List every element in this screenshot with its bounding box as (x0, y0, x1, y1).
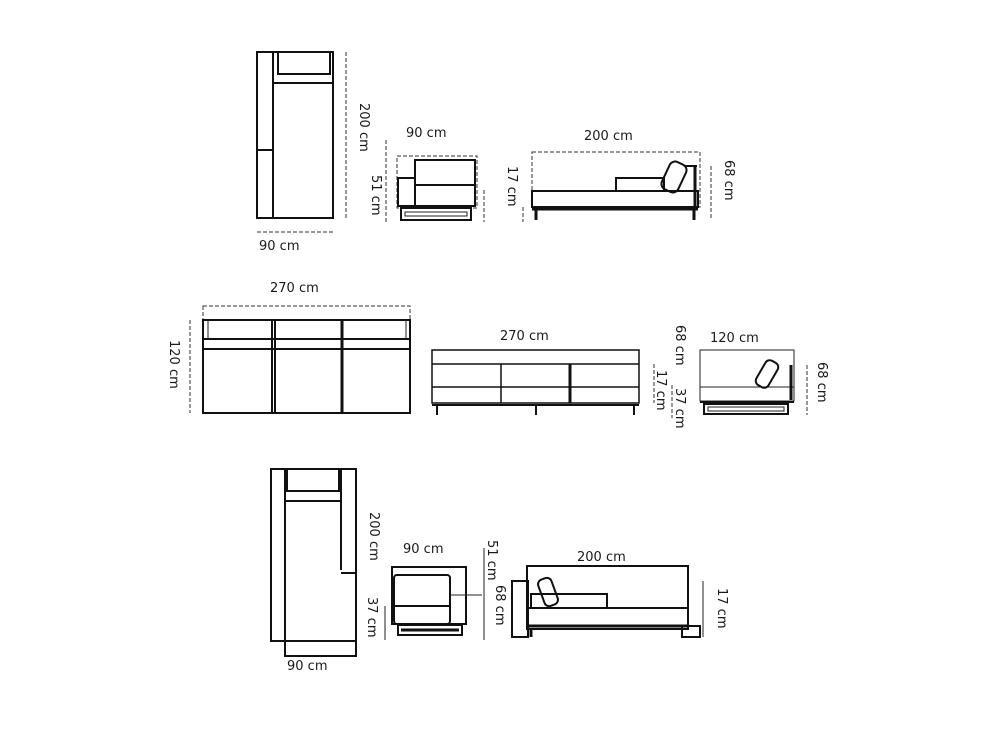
row2-front-leg-height-label: 37 cm (672, 388, 687, 429)
row3-side-height-label: 51 cm (484, 540, 499, 581)
row2-top-width-label: 270 cm (270, 281, 319, 296)
row1-side-view: 90 cm 51 cm (368, 126, 485, 222)
row3-front-seat-height-label: 17 cm (714, 588, 729, 629)
row1-top-view: 200 cm 90 cm (256, 51, 371, 254)
row2-front-width-label: 270 cm (500, 329, 549, 344)
row3-front-total-height-label: 68 cm (492, 585, 507, 626)
row2-front-total-height-label: 68 cm (672, 325, 687, 366)
row2-side-total-height-label: 68 cm (814, 362, 829, 403)
row3-top-view: 200 cm 90 cm (270, 468, 381, 674)
row1-front-seat-height-label: 17 cm (504, 166, 519, 207)
row1-top-width-label: 90 cm (259, 239, 300, 254)
row3-side-seat-height-label: 37 cm (364, 597, 379, 638)
row1-front-length-label: 200 cm (584, 129, 633, 144)
row2-top-view: 270 cm 120 cm (166, 281, 411, 414)
row1-top-depth-label: 200 cm (356, 103, 371, 152)
row3-top-depth-label: 200 cm (366, 512, 381, 561)
row2-front-seat-height-label: 17 cm (653, 370, 668, 411)
row1-front-total-height-label: 68 cm (721, 160, 736, 201)
row3-front-length-label: 200 cm (577, 550, 626, 565)
row3-top-width-label: 90 cm (287, 659, 328, 674)
row2-side-depth-label: 120 cm (710, 331, 759, 346)
row2-top-depth-label: 120 cm (166, 340, 181, 389)
row1-side-height-label: 51 cm (368, 175, 383, 216)
row1-side-width-label: 90 cm (406, 126, 447, 141)
row2-side-view: 120 cm 68 cm (699, 331, 829, 415)
row3-side-width-label: 90 cm (403, 542, 444, 557)
row3-side-view: 90 cm 51 cm 37 cm (364, 540, 499, 640)
row2-front-view: 270 cm 68 cm 17 cm 37 cm (431, 325, 687, 429)
row3-front-view: 200 cm 68 cm 17 cm (492, 550, 729, 638)
row1-front-view: 200 cm 17 cm 68 cm (504, 129, 736, 222)
